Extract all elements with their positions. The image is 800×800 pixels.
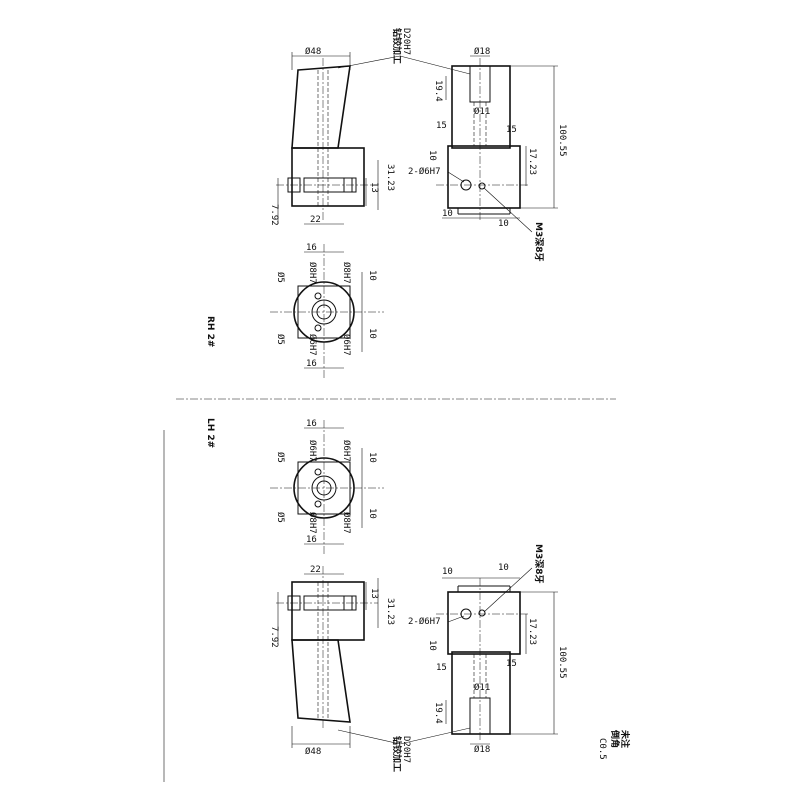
lh-dim-2-d6h7: 2-Ø6H7 — [408, 616, 441, 627]
rh-dim-31-23: 31.23 — [385, 164, 395, 191]
rh-d20-note: 钻铰加工 — [391, 28, 403, 64]
lh-top-view: 16 16 Ø6H7 Ø6H7 Ø8H7 Ø8H7 Ø5 Ø5 10 10 — [270, 419, 384, 556]
lh-d20-label: D20H7 — [401, 736, 411, 763]
lh-dim-d6h7-a: Ø6H7 — [307, 440, 318, 462]
rh-dim-22: 22 — [310, 215, 321, 225]
rh-dim-d6h7-b: Ø6H7 — [341, 334, 352, 356]
rh-thread-note: M3深8牙 — [533, 222, 545, 261]
lh-dim-100-55: 100.55 — [557, 646, 567, 679]
lh-dim-31-23: 31.23 — [385, 598, 395, 625]
lh-dim-16-bottom: 16 — [306, 535, 317, 545]
lh-dim-7-92: 7.92 — [269, 626, 279, 648]
rh-dim-13: 13 — [369, 182, 379, 193]
lh-side-view: 22 31.23 13 7.92 Ø48 — [269, 565, 395, 757]
rh-dim-10-bottom-right: 10 — [498, 219, 509, 229]
lh-dim-d5-b: Ø5 — [275, 512, 286, 523]
lh-d20-note: 钻铰加工 — [391, 736, 403, 772]
lh-dim-d5-a: Ø5 — [275, 452, 286, 463]
lh-dim-10-b: 10 — [367, 508, 377, 519]
lh-section: LH 2# 16 16 Ø6H7 Ø6H7 Ø8H7 Ø8H7 Ø5 Ø5 10… — [205, 418, 567, 772]
rh-dim-d8h7-b: Ø8H7 — [341, 262, 352, 284]
rh-dim-d8h7-a: Ø8H7 — [307, 262, 318, 284]
lh-dim-10-top-right: 10 — [498, 563, 509, 573]
rh-dim-16-top: 16 — [306, 243, 317, 253]
lh-dim-15-right: 15 — [506, 659, 517, 669]
corner-note-1: 未注 — [619, 729, 631, 748]
lh-dim-16-top: 16 — [306, 419, 317, 429]
lh-dim-d11: Ø11 — [474, 682, 490, 693]
rh-dim-15-right: 15 — [506, 125, 517, 135]
rh-dim-d5-b: Ø5 — [275, 334, 286, 345]
rh-dim-d18: Ø18 — [474, 46, 490, 57]
corner-note-2: 倒角 — [609, 729, 621, 748]
lh-dim-d8h7-b: Ø8H7 — [341, 512, 352, 534]
lh-dim-d8h7-a: Ø8H7 — [307, 512, 318, 534]
rh-dim-100-55: 100.55 — [557, 124, 567, 157]
lh-dim-15-left: 15 — [436, 663, 447, 673]
rh-d20-label: D20H7 — [401, 28, 411, 55]
rh-dim-17-23: 17.23 — [527, 148, 537, 175]
lh-thread-note: M3深8牙 — [533, 544, 545, 583]
lh-dim-d18: Ø18 — [474, 744, 490, 755]
rh-label: RH 2# — [205, 316, 215, 347]
lh-dim-10-top-left: 10 — [442, 567, 453, 577]
lh-dim-13: 13 — [369, 588, 379, 599]
rh-dim-10-a: 10 — [367, 270, 377, 281]
lh-dim-17-23: 17.23 — [527, 618, 537, 645]
rh-dim-10-bottom-left: 10 — [442, 209, 453, 219]
rh-dim-10-vertical: 10 — [427, 150, 437, 161]
rh-section: Ø48 22 31.23 13 7.92 D20H7 钻铰加工 — [205, 28, 567, 380]
rh-dim-d6h7-a: Ø6H7 — [307, 334, 318, 356]
corner-notes: 未注 倒角 C0.5 — [597, 729, 631, 760]
lh-label: LH 2# — [205, 418, 215, 448]
rh-dim-2-d6h7: 2-Ø6H7 — [408, 166, 441, 177]
rh-dim-7-92: 7.92 — [269, 204, 279, 226]
rh-side-view: Ø48 22 31.23 13 7.92 — [269, 46, 395, 226]
lh-dim-10-a: 10 — [367, 452, 377, 463]
rh-front-view: 100.55 17.23 Ø18 19.4 Ø11 15 15 10 2-Ø6H… — [408, 46, 567, 261]
rh-dim-19-4: 19.4 — [433, 80, 443, 102]
rh-dim-16-bottom: 16 — [306, 359, 317, 369]
rh-dim-d11: Ø11 — [474, 106, 490, 117]
rh-dim-10-b: 10 — [367, 328, 377, 339]
lh-dim-d6h7-b: Ø6H7 — [341, 440, 352, 462]
rh-dim-d48: Ø48 — [305, 46, 321, 57]
lh-dim-19-4: 19.4 — [433, 702, 443, 724]
lh-front-view: 100.55 17.23 Ø18 19.4 Ø11 15 15 10 2-Ø6H… — [408, 544, 567, 755]
rh-dim-d5-a: Ø5 — [275, 272, 286, 283]
lh-dim-22: 22 — [310, 565, 321, 575]
rh-bottom-view: 16 16 Ø8H7 Ø8H7 Ø6H7 Ø6H7 Ø5 Ø5 10 10 — [270, 243, 384, 380]
rh-dim-15-left: 15 — [436, 121, 447, 131]
lh-dim-10-vertical: 10 — [427, 640, 437, 651]
lh-dim-d48: Ø48 — [305, 746, 321, 757]
corner-note-3: C0.5 — [597, 738, 607, 760]
